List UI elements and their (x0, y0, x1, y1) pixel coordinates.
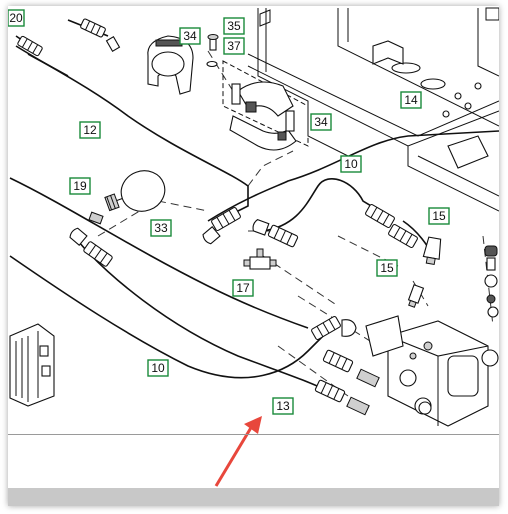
svg-text:37: 37 (227, 39, 241, 53)
accumulator (104, 170, 166, 212)
label-37: 37 (223, 37, 245, 55)
label-13: 13 (272, 397, 294, 415)
svg-text:19: 19 (73, 179, 87, 193)
svg-text:33: 33 (154, 221, 168, 235)
fittings (17, 18, 442, 416)
label-10-upper: 10 (340, 155, 362, 173)
hoses (9, 19, 499, 392)
label-19: 19 (69, 177, 91, 195)
svg-text:13: 13 (276, 399, 290, 413)
separator-line (8, 434, 499, 435)
bracket-assembly (222, 60, 309, 151)
label-12: 12 (79, 121, 101, 139)
clamp (147, 35, 194, 95)
svg-text:17: 17 (236, 281, 250, 295)
label-35: 35 (223, 17, 245, 35)
label-10-lower: 10 (147, 359, 169, 377)
svg-text:34: 34 (183, 29, 197, 43)
part-labels: 20 34 35 37 12 14 34 10 19 33 15 17 15 1… (8, 9, 450, 415)
label-15-upper: 15 (428, 207, 450, 225)
svg-text:15: 15 (432, 209, 446, 223)
left-machinery (9, 323, 55, 407)
label-17: 17 (232, 279, 254, 297)
svg-text:15: 15 (380, 261, 394, 275)
diagram-frame: 20 34 35 37 12 14 34 10 19 33 15 17 15 1… (8, 6, 499, 506)
svg-text:20: 20 (9, 11, 23, 25)
label-20: 20 (8, 9, 25, 27)
label-33: 33 (150, 219, 172, 237)
svg-text:34: 34 (314, 115, 328, 129)
bottom-bar (8, 488, 499, 506)
label-15-lower: 15 (376, 259, 398, 277)
valve-block (365, 245, 499, 427)
red-arrow (214, 416, 262, 487)
svg-text:35: 35 (227, 19, 241, 33)
label-34-bracket: 34 (310, 113, 332, 131)
label-14: 14 (400, 91, 422, 109)
svg-text:10: 10 (151, 361, 165, 375)
hydraulic-parts-diagram: 20 34 35 37 12 14 34 10 19 33 15 17 15 1… (8, 7, 499, 487)
label-34-clamp: 34 (179, 27, 201, 45)
svg-text:12: 12 (83, 123, 97, 137)
svg-text:14: 14 (404, 93, 418, 107)
svg-text:10: 10 (344, 157, 358, 171)
